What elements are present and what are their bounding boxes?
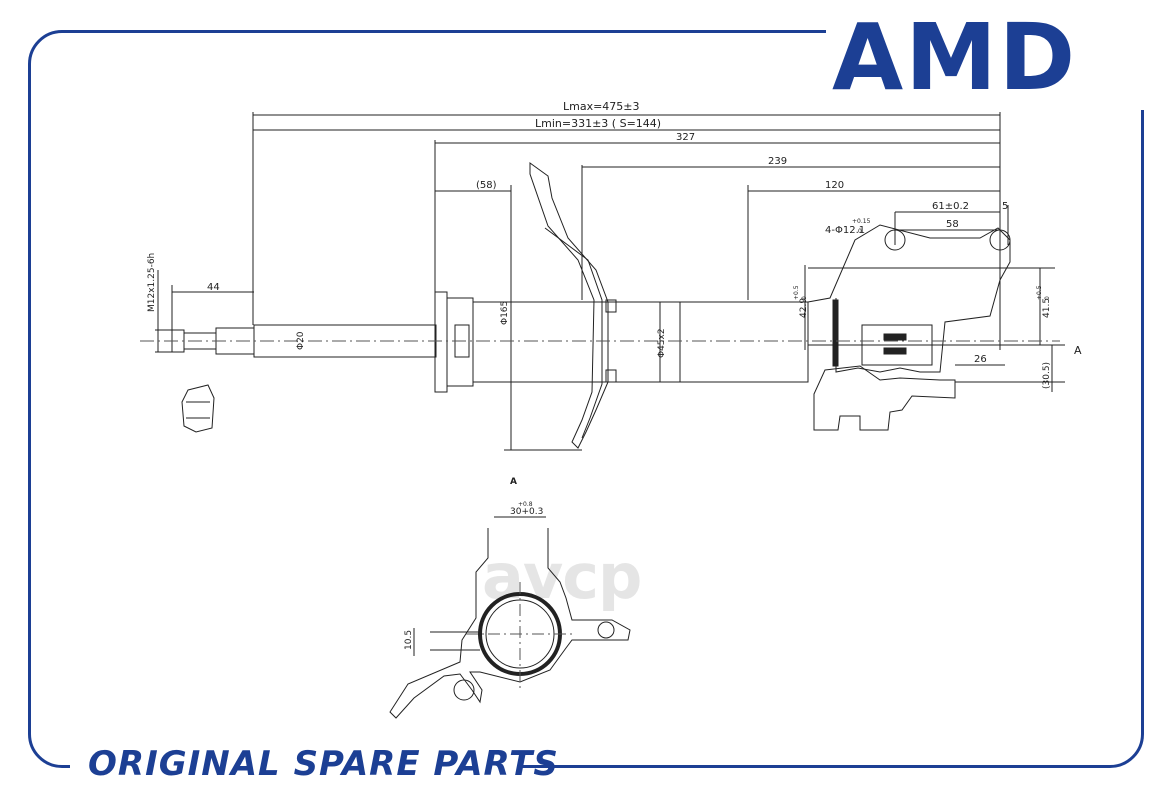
dim-415: 41.5: [1042, 298, 1052, 318]
dim-lmax: Lmax=475±3: [563, 100, 640, 113]
dim-42-tol: +0.5: [793, 285, 800, 300]
dim-42-tol2: 0: [801, 296, 808, 300]
dim-58: 58: [946, 219, 959, 230]
brand-logo: AMD: [832, 4, 1078, 111]
view-label-a: A: [510, 477, 517, 487]
dim-26: 26: [974, 354, 987, 365]
dim-415-tol: +0.5: [1036, 285, 1043, 300]
dim-rod: Φ20: [296, 331, 306, 350]
dim-44: 44: [207, 282, 220, 293]
dim-415-tol2: 0: [1044, 296, 1051, 300]
footer-backdrop: [70, 740, 520, 796]
dim-lmin: Lmin=331±3 ( S=144): [535, 117, 661, 130]
dim-61: 61±0.2: [932, 201, 969, 212]
dim-hole-tol: +0.15: [852, 218, 871, 225]
dim-30: 30+0.3: [510, 507, 543, 517]
dim-120: 120: [825, 180, 844, 191]
dim-327: 327: [676, 132, 695, 143]
dim-30-tol: +0.8: [518, 501, 533, 508]
dim-hole: 4-Φ12.1: [825, 225, 865, 236]
dim-5: 5: [1002, 201, 1008, 212]
dim-thread: M12x1.25-6h: [147, 253, 157, 312]
dim-239: 239: [768, 156, 787, 167]
dim-tube: Φ45x2: [657, 328, 667, 358]
watermark: avcp: [482, 540, 642, 613]
dim-hole-tol2: 0: [858, 228, 862, 235]
sheet-frame: [28, 30, 1144, 768]
logo-backdrop: [826, 14, 1166, 110]
view-ref-a: A: [1074, 344, 1082, 357]
dim-42: 42.9: [799, 298, 809, 318]
footer-tagline: ORIGINAL SPARE PARTS: [88, 744, 559, 784]
dim-seat: Φ165: [500, 301, 510, 325]
dim-58-ref: (58): [476, 180, 497, 191]
dim-305: (30.5): [1042, 362, 1052, 389]
dim-105: 10.5: [404, 630, 414, 650]
